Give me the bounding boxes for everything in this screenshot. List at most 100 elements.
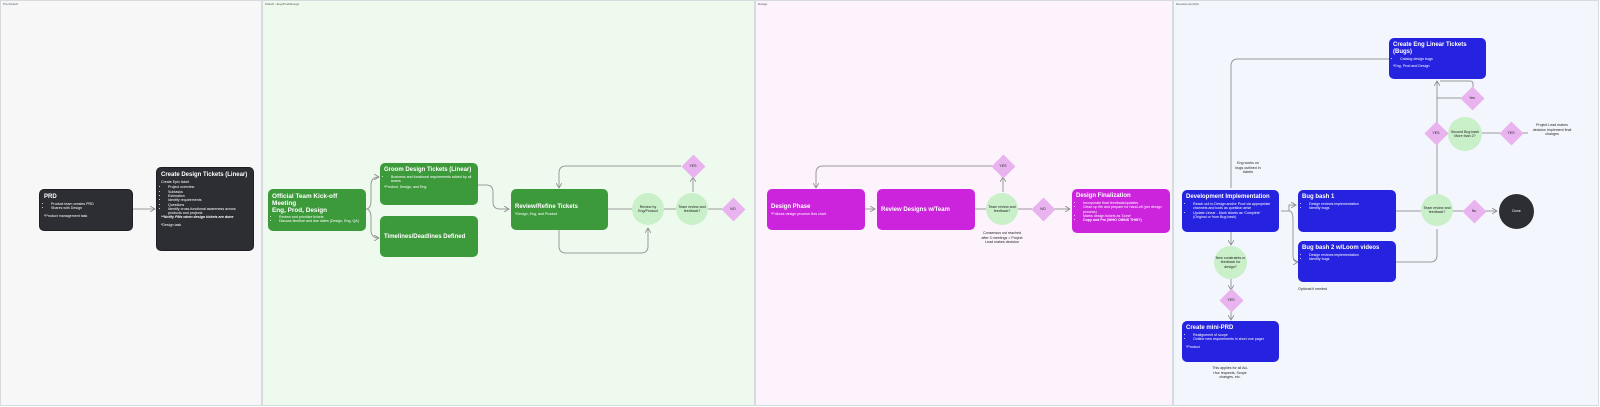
- list-item: Identify requirements: [168, 198, 249, 202]
- design-finalization-title: Design Finalization: [1076, 193, 1131, 199]
- groom-tickets-card[interactable]: Groom Design Tickets (Linear) Business a…: [380, 163, 478, 205]
- create-design-tickets-card[interactable]: Create Design Tickets (Linear) Create Ep…: [156, 167, 254, 251]
- design-finalization-list: Incorporate final feedback/updates Clean…: [1076, 201, 1166, 222]
- list-item: Estimation: [168, 194, 249, 198]
- review-designs-card[interactable]: Review Designs w/Team: [877, 189, 975, 230]
- yes-label: YES: [1432, 131, 1440, 135]
- timelines-card[interactable]: Timelines/Deadlines Defined: [380, 216, 478, 257]
- groom-tickets-note: *Product, Design, and Eng: [384, 184, 427, 189]
- lane-title: Pre-Kickoff: [3, 2, 18, 6]
- list-item: Review and prioritize tickets: [279, 215, 362, 219]
- no-label: NO: [730, 207, 736, 211]
- review-refine-sub: *Design, Eng, and Product: [515, 211, 558, 216]
- list-item: Business and functional requirements add…: [391, 175, 474, 184]
- create-design-tickets-list: Project overview Subtasks Estimation Ide…: [161, 185, 249, 215]
- mini-prd-list: Realignment of scope Outline new require…: [1186, 333, 1275, 342]
- groom-tickets-title: Groom Design Tickets (Linear): [384, 167, 472, 173]
- create-design-tickets-bold-note: **Notify PMs when design tickets are don…: [161, 215, 234, 220]
- list-item: Clean up file and prepare for hand-off (…: [1083, 205, 1166, 214]
- design-phase-title: Design Phase: [771, 203, 811, 210]
- yes-label: YES: [1227, 298, 1235, 302]
- done-label: Done: [1512, 209, 1521, 214]
- list-item: Realignment of scope: [1193, 333, 1275, 337]
- eng-works-note: Eng works on bugs outlined in tickets: [1235, 161, 1261, 175]
- prd-list: Product team creates PRD Shares with Des…: [44, 202, 128, 211]
- list-item: Outline new requirements in short one pa…: [1193, 337, 1275, 341]
- list-item: Discuss timeline and due dates (Design, …: [279, 219, 362, 223]
- bug-bash-2-list: Design reviews implementation Identify b…: [1302, 253, 1392, 262]
- eng-linear-tickets-title: Create Eng Linear Tickets (Bugs): [1393, 42, 1467, 55]
- kickoff-meeting-title: Official Team Kick-off Meeting: [272, 193, 338, 207]
- prd-note: *Product management task: [44, 213, 88, 218]
- groom-tickets-list: Business and functional requirements add…: [384, 175, 474, 184]
- mini-prd-title: Create mini-PRD: [1186, 325, 1234, 331]
- lane-title: Design: [758, 2, 768, 6]
- kickoff-meeting-list: Review and prioritize tickets Discuss ti…: [272, 215, 362, 224]
- bug-bash-2-title: Bug bash 2 w/Loom videos: [1302, 245, 1380, 251]
- mini-prd-applies-note: This applies for all Ad-Hoc requests, Sc…: [1212, 366, 1248, 380]
- list-item: Catalog design bugs: [1400, 57, 1482, 61]
- list-item: Incorporate final feedback/updates: [1083, 201, 1166, 205]
- eng-linear-tickets-list: Catalog design bugs: [1393, 57, 1482, 61]
- new-constraints-label: New constraints or feedback for design?: [1215, 255, 1246, 269]
- eng-linear-tickets-card[interactable]: Create Eng Linear Tickets (Bugs) Catalog…: [1389, 38, 1486, 79]
- list-item: Subtasks: [168, 190, 249, 194]
- mini-prd-card[interactable]: Create mini-PRD Realignment of scope Out…: [1182, 321, 1279, 362]
- yes-label: YES: [689, 164, 697, 168]
- bug-bash-1-list: Design reviews implementation Identify b…: [1302, 202, 1392, 211]
- kickoff-meeting-card[interactable]: Official Team Kick-off Meeting Eng, Prod…: [268, 189, 366, 231]
- list-item: Design reviews implementation: [1309, 202, 1392, 206]
- no-label: No: [1471, 209, 1477, 213]
- list-item: Questions: [168, 203, 249, 207]
- kickoff-meeting-title-2: Eng, Prod, Design: [272, 207, 328, 214]
- team-review-circle[interactable]: Team review and feedback?: [676, 193, 708, 225]
- create-design-tickets-title: Create Design Tickets (Linear): [161, 172, 248, 178]
- design-finalization-card[interactable]: Design Finalization Incorporate final fe…: [1072, 189, 1170, 233]
- done-circle[interactable]: Done: [1499, 194, 1534, 229]
- no-label: NO: [1040, 207, 1046, 211]
- yes-label: YES: [999, 164, 1007, 168]
- lane-title: Development/QA: [1176, 2, 1199, 6]
- bug-bash-1-title: Bug bash 1: [1302, 194, 1335, 200]
- list-item: Marks design tickets as 'Done': [1083, 214, 1166, 218]
- new-constraints-circle[interactable]: New constraints or feedback for design?: [1214, 246, 1247, 279]
- review-designs-title: Review Designs w/Team: [881, 206, 950, 213]
- dev-implementation-list: Reach out to Design and/or Prod via appr…: [1186, 202, 1275, 219]
- design-phase-sub: *Follows design process flow chart: [771, 211, 827, 216]
- optional-note: Optional if needed: [1298, 287, 1328, 291]
- list-item: Copy and Pm (WHO OWNS THIS?): [1083, 218, 1166, 222]
- list-item: Identify cross-functional awareness acro…: [168, 207, 249, 216]
- team-review-circle[interactable]: Team review and feedback?: [1421, 194, 1453, 226]
- dev-implementation-title: Development Implementation: [1186, 194, 1270, 200]
- eng-linear-tickets-note: *Eng, Prod and Design: [1393, 64, 1430, 69]
- second-bug-bash-label: Second Bug bash More than 2?: [1450, 129, 1480, 138]
- design-phase-card[interactable]: Design Phase *Follows design process flo…: [767, 189, 865, 230]
- list-item: Identify bugs: [1309, 206, 1392, 210]
- team-review-label: Team review and feedback?: [1423, 205, 1451, 214]
- team-review-label: Team review and feedback?: [678, 204, 706, 213]
- consensus-note: Consensus not reached after 3 meetings =…: [981, 231, 1023, 245]
- review-refine-title: Review/Refine Tickets: [515, 203, 578, 210]
- list-item: Update Linear - Mark tickets as 'Complet…: [1193, 211, 1275, 220]
- bug-bash-2-card[interactable]: Bug bash 2 w/Loom videos Design reviews …: [1298, 241, 1396, 282]
- review-by-eng-circle[interactable]: Review by Eng/Product: [632, 193, 664, 225]
- yes-label: YES: [1507, 131, 1515, 135]
- list-item: Identify bugs: [1309, 257, 1392, 261]
- list-item: Product team creates PRD: [51, 202, 128, 206]
- team-review-circle[interactable]: Team review and feedback?: [986, 193, 1018, 225]
- create-design-tickets-sub: Create Epic ticket: [161, 180, 190, 184]
- lane-title: Kickoff - Eng/Prod/Design: [265, 2, 300, 6]
- timelines-title: Timelines/Deadlines Defined: [384, 233, 466, 240]
- second-bug-bash-circle[interactable]: Second Bug bash More than 2?: [1448, 117, 1482, 151]
- prd-title: PRD: [44, 194, 57, 200]
- dev-implementation-card[interactable]: Development Implementation Reach out to …: [1182, 190, 1279, 232]
- review-by-eng-label: Review by Eng/Product: [638, 204, 658, 213]
- list-item: Project overview: [168, 185, 249, 189]
- review-refine-card[interactable]: Review/Refine Tickets *Design, Eng, and …: [511, 189, 608, 230]
- bug-bash-1-card[interactable]: Bug bash 1 Design reviews implementation…: [1298, 190, 1396, 232]
- yes-label: Yes: [1469, 96, 1475, 100]
- prd-card[interactable]: PRD Product team creates PRD Shares with…: [39, 189, 133, 231]
- list-item: Shares with Design: [51, 206, 128, 210]
- team-review-label: Team review and feedback?: [988, 204, 1016, 213]
